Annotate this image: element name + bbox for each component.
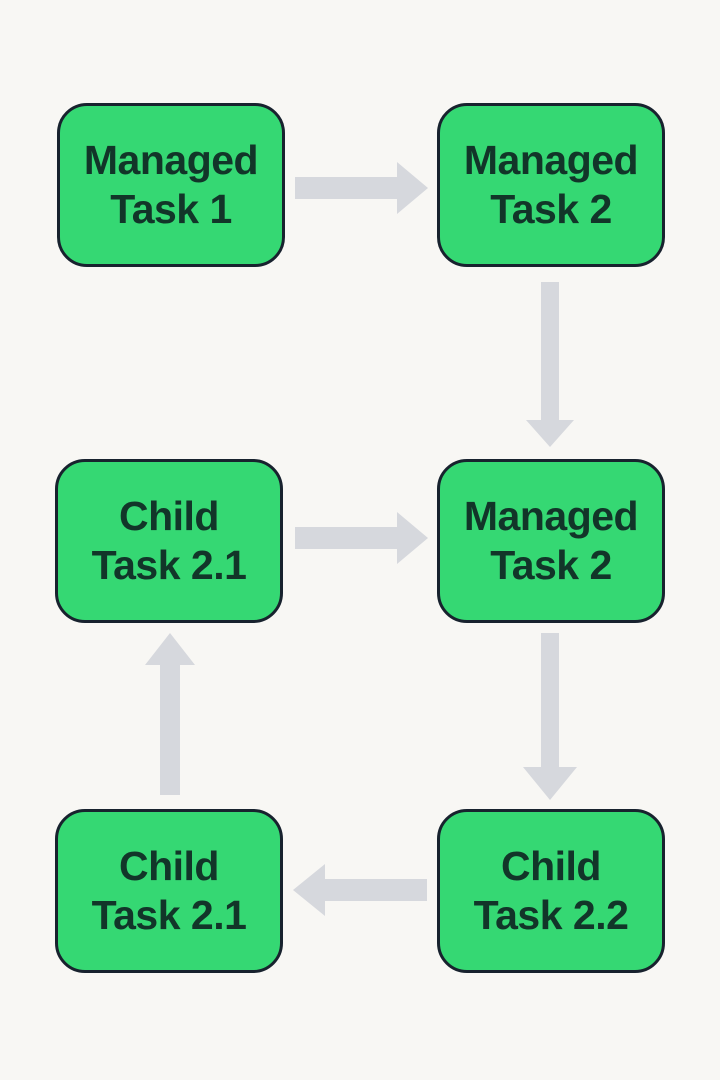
node-label-line: Task 2 xyxy=(490,542,612,588)
node-label-line: Managed xyxy=(463,492,639,539)
arrow-up-child21-bottom-to-child21-middle xyxy=(145,633,195,795)
node-managed-task-2-top: Managed Task 2 xyxy=(437,103,665,267)
arrow-down-managed2-middle-to-child22 xyxy=(523,633,577,800)
node-label-line: Task 1 xyxy=(110,186,232,232)
node-child-task-2-1-bottom: Child Task 2.1 xyxy=(55,809,283,973)
node-child-task-2-1-middle: Child Task 2.1 xyxy=(55,459,283,623)
node-label-line: Task 2.1 xyxy=(91,542,247,588)
node-label-line: Child xyxy=(119,842,219,889)
node-label-line: Task 2 xyxy=(490,186,612,232)
node-label-line: Managed xyxy=(463,136,639,183)
arrow-right-child21-to-managed2 xyxy=(295,512,428,564)
node-label-line: Task 2.1 xyxy=(91,892,247,938)
node-label-line: Child xyxy=(119,492,219,539)
node-label-line: Child xyxy=(501,842,601,889)
node-managed-task-2-middle: Managed Task 2 xyxy=(437,459,665,623)
arrow-right-managed1-to-managed2 xyxy=(295,162,428,214)
node-child-task-2-2: Child Task 2.2 xyxy=(437,809,665,973)
node-managed-task-1: Managed Task 1 xyxy=(57,103,285,267)
node-label-line: Task 2.2 xyxy=(473,892,629,938)
arrow-left-child22-to-child21 xyxy=(293,864,427,916)
node-label-line: Managed xyxy=(83,136,259,183)
arrow-down-managed2-top-to-managed2-middle xyxy=(526,282,574,447)
